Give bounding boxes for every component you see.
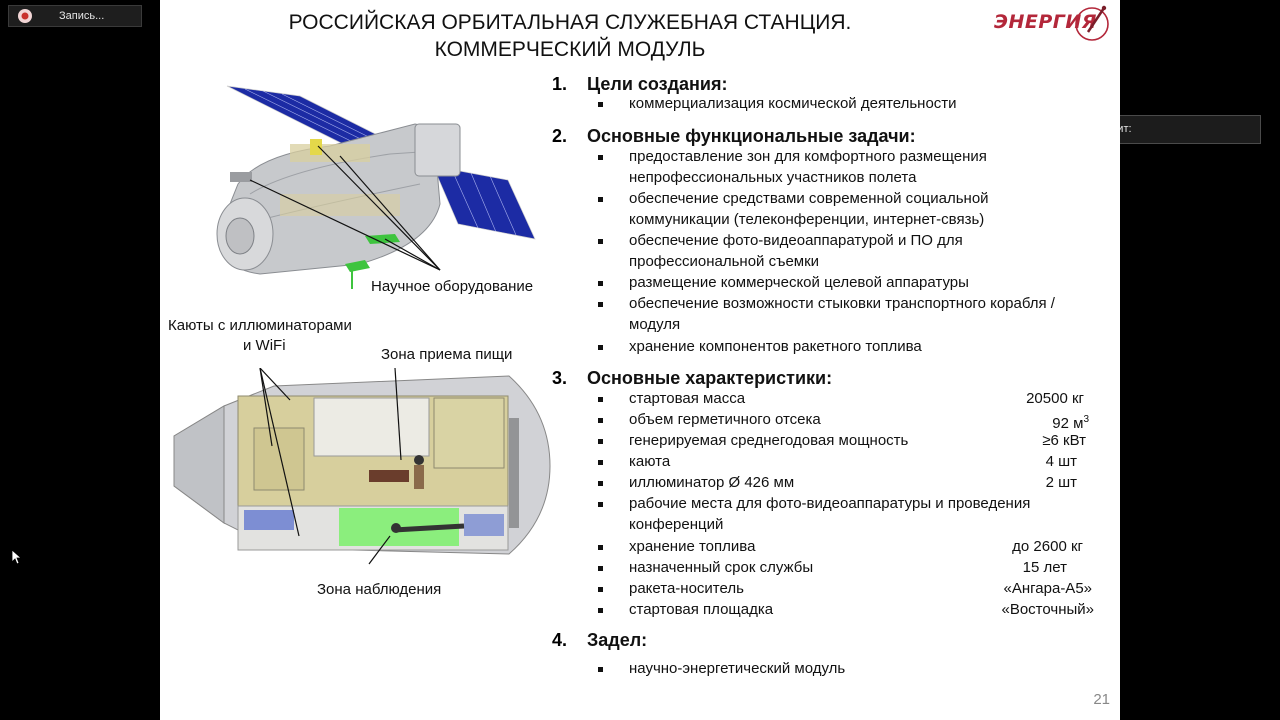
spec-label: назначенный срок службы [629, 559, 814, 576]
bullet [598, 481, 603, 486]
section-heading: Основные характеристики: [587, 368, 833, 388]
bullet [598, 302, 603, 307]
bullet [598, 608, 603, 613]
list-item: научно-энергетический модуль [629, 660, 846, 677]
slide-title-line1: РОССИЙСКАЯ ОРБИТАЛЬНАЯ СЛУЖЕБНАЯ СТАНЦИЯ… [288, 11, 852, 34]
label-observation-zone: Зона наблюдения [317, 581, 442, 598]
spec-label: хранение топлива [629, 538, 756, 555]
recording-indicator[interactable]: Запись... [8, 5, 142, 27]
spec-value: 2 шт [1045, 474, 1077, 491]
list-item: модуля [629, 316, 681, 333]
section-number: 4. [552, 630, 568, 650]
bullet [598, 281, 603, 286]
spec-label: стартовая масса [629, 390, 746, 407]
page-number: 21 [1093, 691, 1110, 708]
station-exterior-image [216, 85, 536, 289]
list-item: предоставление зон для комфортного разме… [629, 148, 987, 165]
recording-label: Запись... [59, 10, 105, 22]
bullet [598, 197, 603, 202]
list-item: профессиональной съемки [629, 253, 820, 270]
bullet [598, 397, 603, 402]
presentation-slide: РОССИЙСКАЯ ОРБИТАЛЬНАЯ СЛУЖЕБНАЯ СТАНЦИЯ… [160, 0, 1120, 720]
section-number: 3. [552, 368, 568, 388]
module-cutaway-image [173, 368, 551, 565]
spec-label: генерируемая среднегодовая мощность [629, 432, 909, 449]
list-item: размещение коммерческой целевой аппарату… [629, 274, 969, 291]
slide-title-line2: КОММЕРЧЕСКИЙ МОДУЛЬ [434, 38, 706, 61]
spec-label: каюта [629, 453, 671, 470]
bullet [598, 667, 603, 672]
unit-superscript: 3 [1083, 414, 1089, 425]
bullet [598, 460, 603, 465]
spec-label: ракета-носитель [629, 580, 744, 597]
spec-value: 4 шт [1045, 453, 1077, 470]
label-scientific-equipment: Научное оборудование [371, 278, 534, 295]
logo-text: ЭНЕРГИЯ [994, 11, 1097, 33]
bullet [598, 587, 603, 592]
bullet [598, 545, 603, 550]
section-number: 1. [552, 74, 568, 94]
spec-label: объем герметичного отсека [629, 411, 821, 428]
bullet [598, 345, 603, 350]
list-item: обеспечение средствами современной социа… [629, 190, 989, 207]
logo-swoosh-icon [1075, 5, 1109, 41]
list-item: обеспечение фото-видеоаппаратурой и ПО д… [629, 232, 963, 249]
bullet [598, 502, 603, 507]
spec-label: рабочие места для фото-видеоаппаратуры и… [629, 495, 1031, 512]
spec-value: 20500 кг [1026, 390, 1084, 407]
list-item: коммуникации (телеконференции, интернет-… [629, 211, 985, 228]
bullet [598, 566, 603, 571]
list-item: коммерциализация космической деятельност… [629, 95, 957, 112]
spec-label: конференций [629, 516, 724, 533]
section-heading: Основные функциональные задачи: [587, 126, 916, 146]
list-item: обеспечение возможности стыковки транспо… [629, 295, 1055, 312]
section-number: 2. [552, 126, 568, 146]
bullet [598, 418, 603, 423]
bullet [598, 239, 603, 244]
bullet [598, 439, 603, 444]
list-item: хранение компонентов ракетного топлива [629, 338, 922, 355]
spec-value: «Восточный» [1001, 601, 1094, 618]
bullet [598, 155, 603, 160]
record-icon [18, 9, 32, 23]
mouse-cursor-icon [12, 550, 22, 564]
label-cabins-line2: и WiFi [243, 337, 286, 354]
label-dining-zone: Зона приема пищи [381, 346, 513, 363]
list-item: непрофессиональных участников полета [629, 169, 917, 186]
spec-value: 92 м3 [1052, 410, 1089, 434]
spec-value: ≥6 кВт [1042, 432, 1086, 449]
label-cabins-line1: Каюты с иллюминаторами [168, 317, 352, 334]
section-heading: Задел: [587, 630, 648, 650]
spec-value: 15 лет [1022, 559, 1067, 576]
energia-logo: ЭНЕРГИЯ [992, 2, 1112, 42]
spec-value: «Ангара-А5» [1003, 580, 1092, 597]
section-heading: Цели создания: [587, 74, 728, 94]
spec-label: иллюминатор Ø 426 мм [629, 474, 795, 491]
bullet [598, 102, 603, 107]
spec-label: стартовая площадка [629, 601, 774, 618]
spec-value-text: 92 м [1052, 415, 1084, 432]
spec-value: до 2600 кг [1012, 538, 1083, 555]
